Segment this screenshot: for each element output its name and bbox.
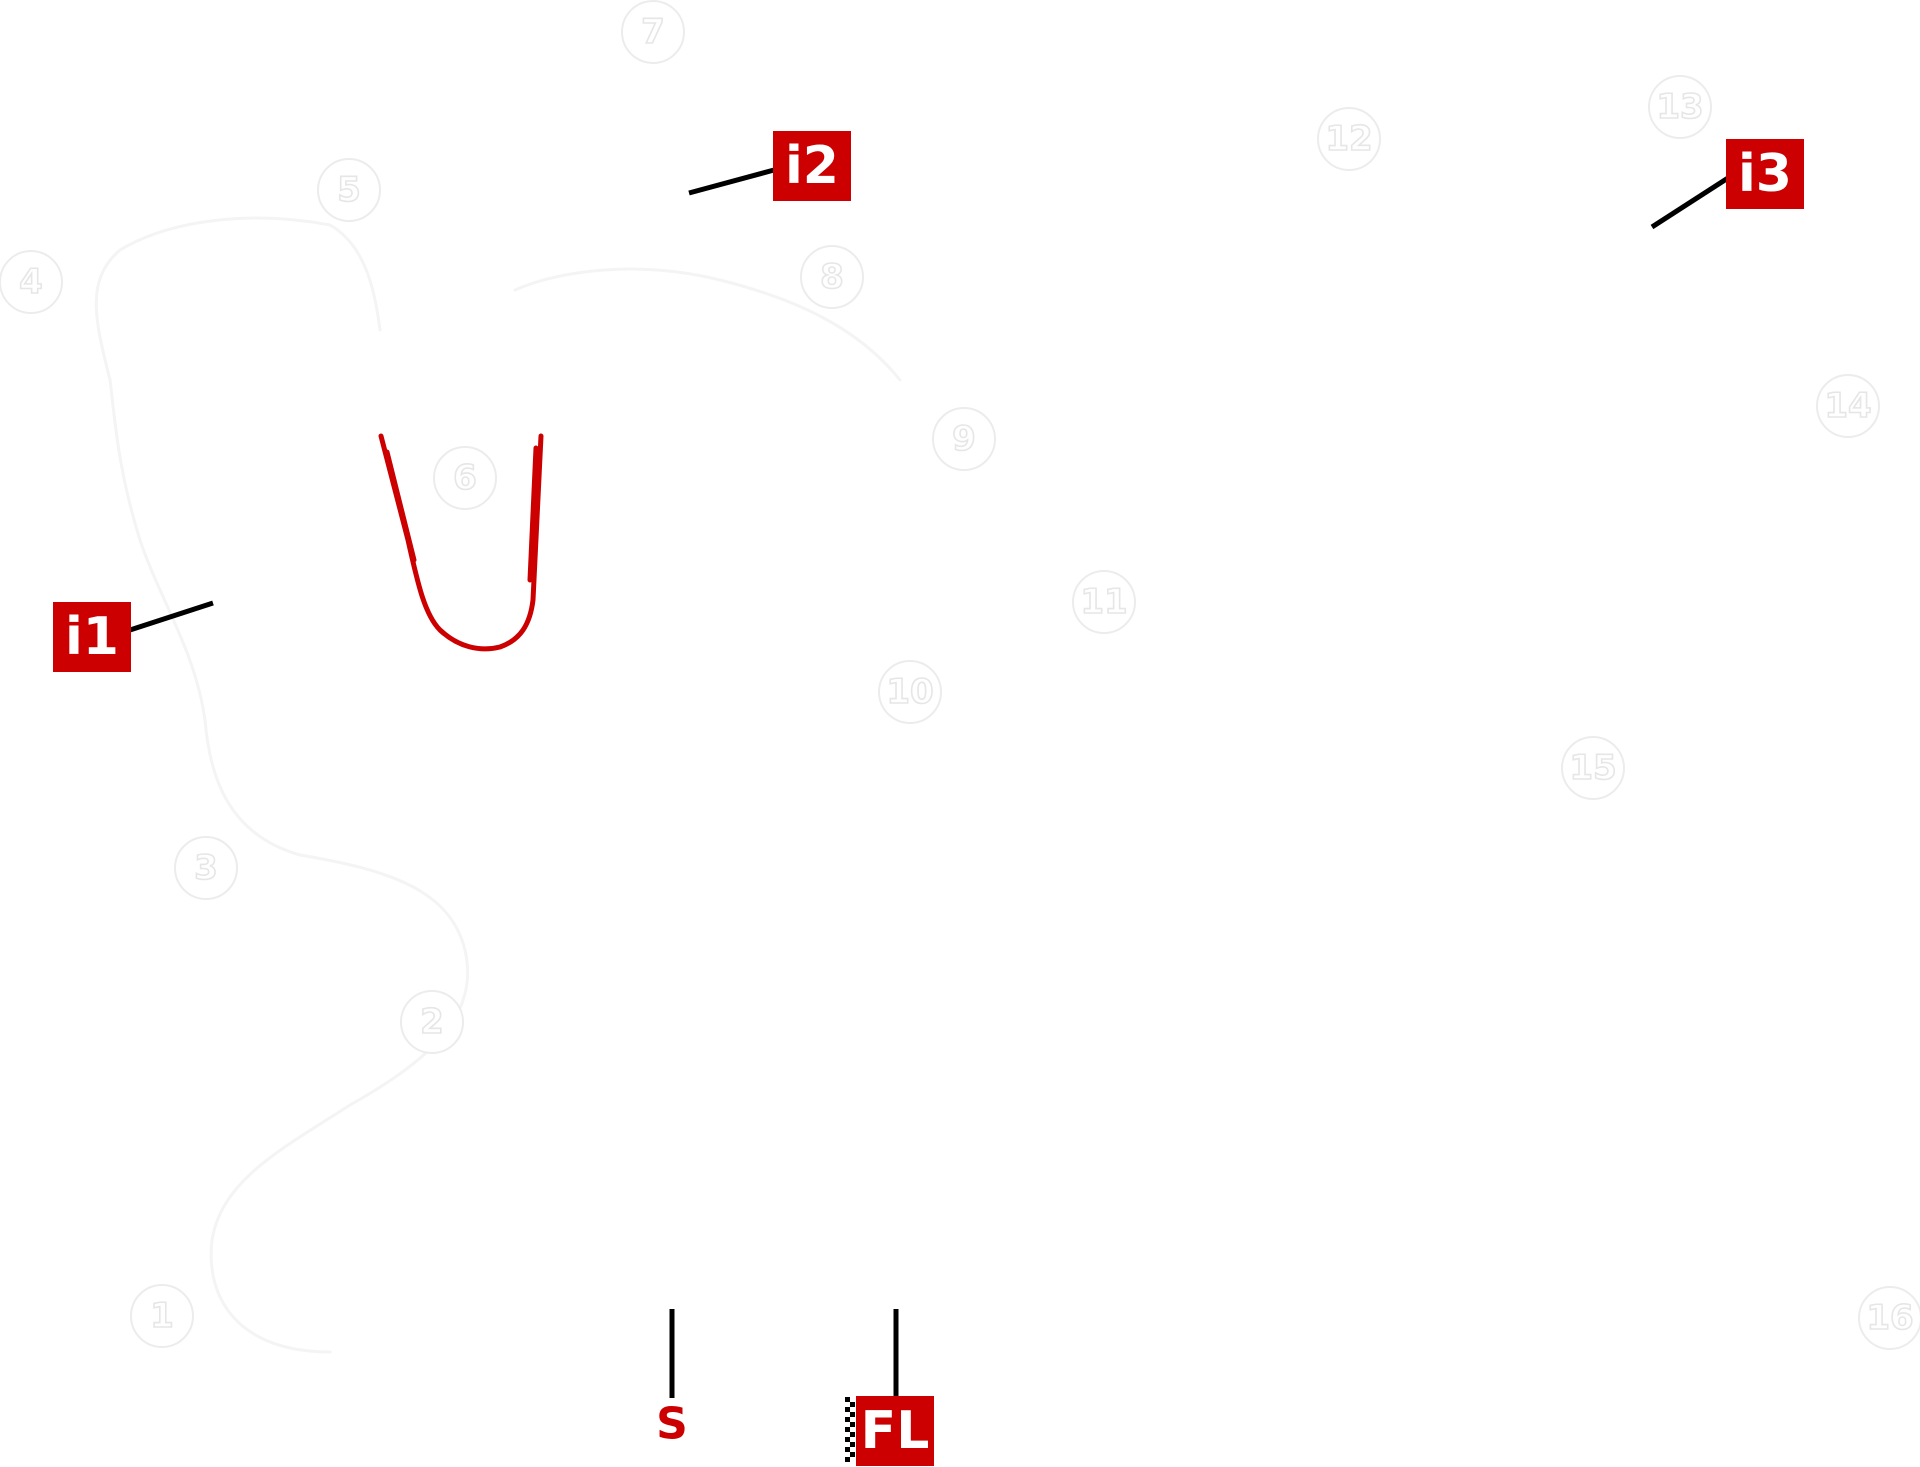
- turn-12: 12: [1317, 107, 1381, 171]
- turn-number: 4: [19, 262, 43, 302]
- turn-1: 1: [130, 1284, 194, 1348]
- turn-circle: [1858, 1286, 1920, 1350]
- intermediate-i2: i2: [688, 131, 851, 201]
- turn-circle: [433, 446, 497, 510]
- turn-circle: [317, 158, 381, 222]
- track-outline-inner: [513, 267, 902, 382]
- leader-line: [1650, 175, 1730, 230]
- turn-14: 14: [1816, 374, 1880, 438]
- turn-16: 16: [1858, 1286, 1920, 1350]
- turn-2: 2: [400, 990, 464, 1054]
- marker-box: [53, 602, 131, 672]
- turn-circle: [878, 660, 942, 724]
- track-outline: [94, 216, 470, 1354]
- turn-circle: [932, 407, 996, 471]
- marker-box: [856, 1396, 934, 1466]
- checkered-flag-icon: [845, 1397, 855, 1462]
- marker-box: [1726, 139, 1804, 209]
- turn-circle: [0, 250, 63, 314]
- turn-number: 12: [1325, 119, 1372, 159]
- turn-3: 3: [174, 836, 238, 900]
- marker-box: [773, 131, 851, 201]
- turn-6: 6: [433, 446, 497, 510]
- turn-7: 7: [621, 0, 685, 64]
- start-label: S: [656, 1399, 688, 1450]
- intermediate-i1: i1: [53, 600, 214, 672]
- turn-circle: [1072, 570, 1136, 634]
- drs-zone-inner: [384, 445, 539, 583]
- turn-8: 8: [800, 245, 864, 309]
- intermediate-label: i2: [785, 136, 839, 196]
- turn-11: 11: [1072, 570, 1136, 634]
- turn-13: 13: [1648, 75, 1712, 139]
- start-line: S: [656, 1309, 688, 1450]
- turn-circle: [621, 0, 685, 64]
- turn-number: 5: [337, 170, 361, 210]
- turn-number: 6: [453, 458, 477, 498]
- turn-number: 3: [194, 848, 218, 888]
- turn-number: 14: [1824, 386, 1871, 426]
- turn-number: 10: [886, 672, 933, 712]
- turn-circle: [1648, 75, 1712, 139]
- turn-number: 7: [641, 12, 665, 52]
- intermediate-i3: i3: [1650, 139, 1804, 230]
- turn-circle: [800, 245, 864, 309]
- intermediate-label: i1: [65, 607, 119, 667]
- turn-5: 5: [317, 158, 381, 222]
- turn-circle: [130, 1284, 194, 1348]
- turn-number: 13: [1656, 87, 1703, 127]
- turn-number: 16: [1866, 1298, 1913, 1338]
- leader-line: [688, 167, 775, 196]
- finish-line-label: FL: [861, 1401, 930, 1461]
- turn-number: 9: [952, 419, 976, 459]
- turn-circle: [1816, 374, 1880, 438]
- turn-10: 10: [878, 660, 942, 724]
- drs-zone: [378, 433, 544, 652]
- turn-number: 1: [150, 1296, 174, 1336]
- turn-number: 11: [1080, 582, 1127, 622]
- turn-number: 2: [420, 1002, 444, 1042]
- leader-line: [129, 600, 214, 633]
- turn-circle: [1317, 107, 1381, 171]
- turn-circle: [400, 990, 464, 1054]
- turn-number: 15: [1569, 748, 1616, 788]
- finish-line: FL: [845, 1309, 934, 1466]
- turn-4: 4: [0, 250, 63, 314]
- turn-circle: [1561, 736, 1625, 800]
- turn-circle: [174, 836, 238, 900]
- turn-15: 15: [1561, 736, 1625, 800]
- turn-9: 9: [932, 407, 996, 471]
- intermediate-label: i3: [1738, 144, 1792, 204]
- turn-number: 8: [820, 257, 844, 297]
